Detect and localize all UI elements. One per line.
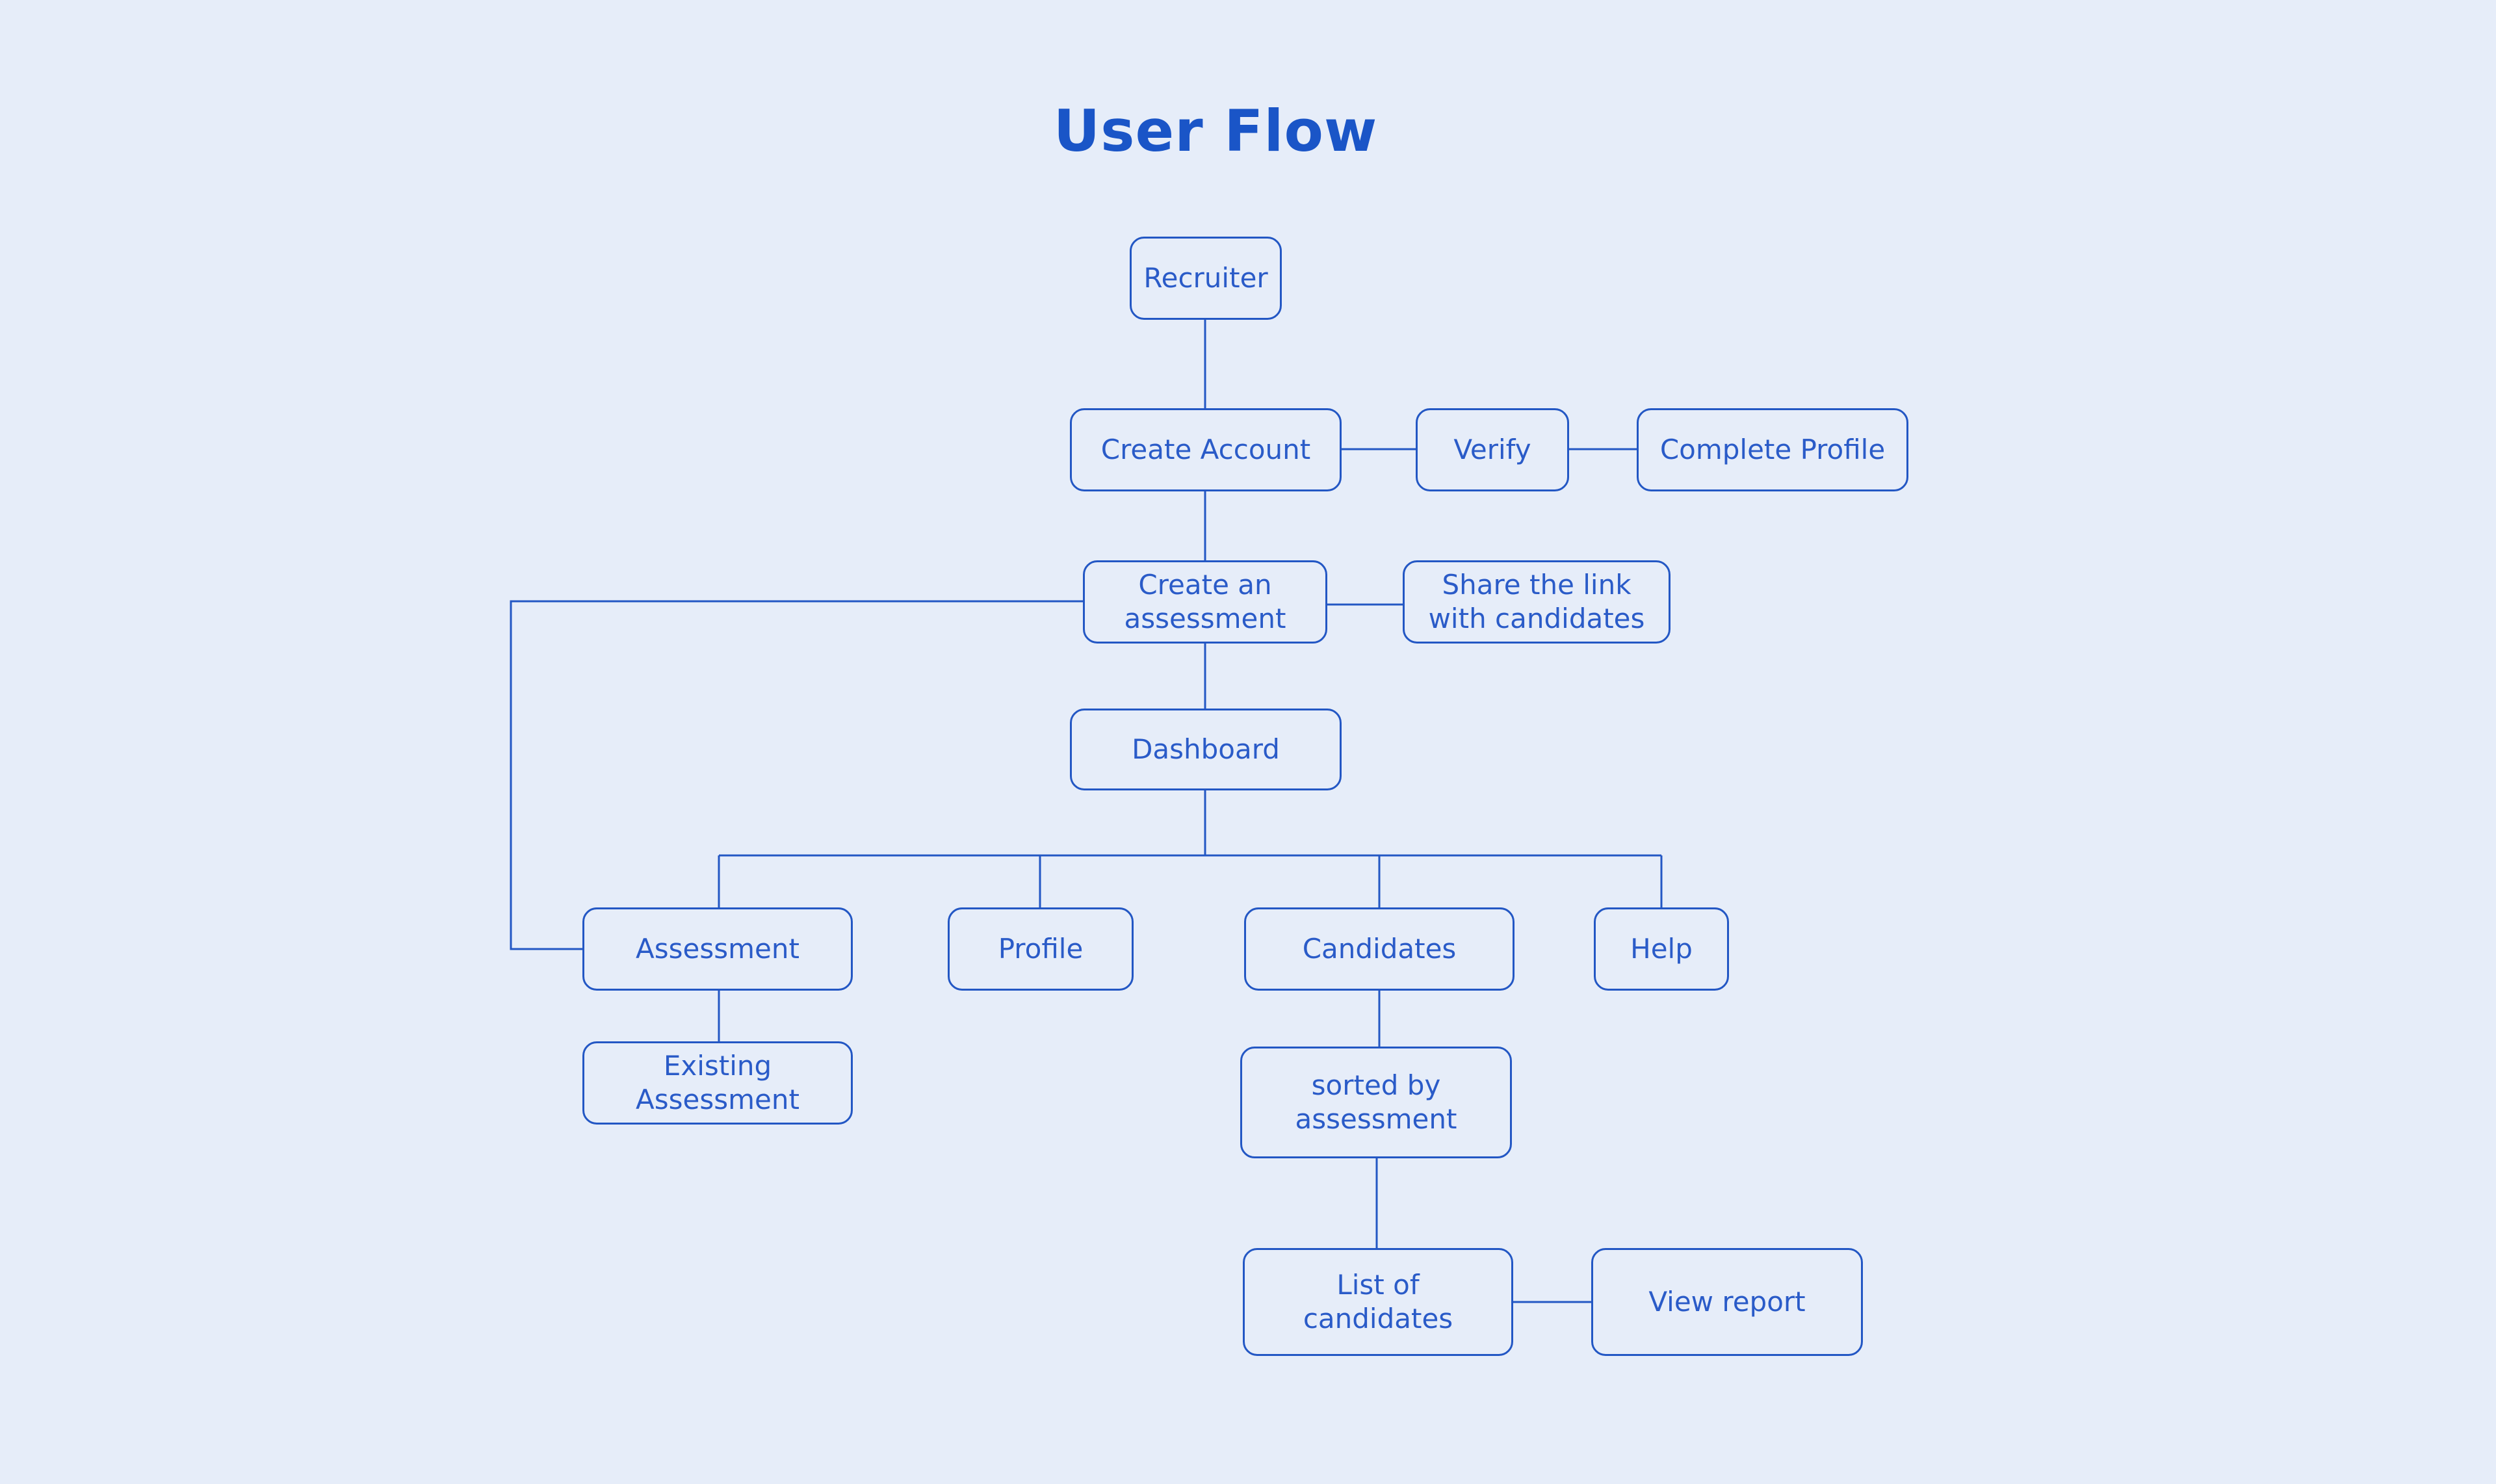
diagram-title: User Flow <box>1053 98 1378 164</box>
node-candidates: Candidates <box>1244 907 1514 991</box>
node-dashboard: Dashboard <box>1070 709 1342 790</box>
node-view-report: View report <box>1591 1248 1863 1356</box>
node-recruiter: Recruiter <box>1130 237 1282 320</box>
node-profile: Profile <box>948 907 1134 991</box>
node-assessment: Assessment <box>582 907 853 991</box>
node-list-of-candidates: List of candidates <box>1243 1248 1513 1356</box>
node-sorted-by-assessment: sorted by assessment <box>1240 1047 1512 1158</box>
node-complete-profile: Complete Profile <box>1637 408 1908 491</box>
node-help: Help <box>1594 907 1729 991</box>
connector-create-assessment-assessment <box>510 600 1083 950</box>
node-existing-assessment: Existing Assessment <box>582 1041 853 1125</box>
node-create-account: Create Account <box>1070 408 1342 491</box>
node-verify: Verify <box>1416 408 1569 491</box>
node-create-assessment: Create an assessment <box>1083 560 1327 644</box>
node-share-link: Share the link with candidates <box>1403 560 1670 644</box>
